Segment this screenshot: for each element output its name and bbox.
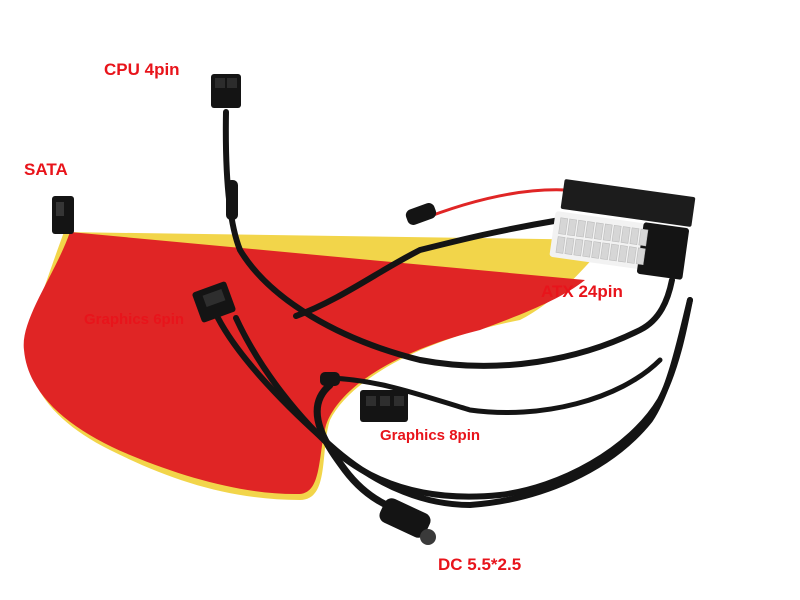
label-atx-24pin: ATX 24pin — [541, 282, 623, 301]
dc-jack — [379, 498, 436, 545]
sata-red-wire — [23, 232, 586, 495]
cpu-4pin-connector — [211, 74, 241, 108]
label-sata: SATA — [24, 160, 68, 179]
label-graphics-8pin: Graphics 8pin — [380, 427, 481, 444]
sleeves — [226, 180, 437, 386]
atx-branch-cable — [293, 217, 563, 319]
cpu-cable — [222, 109, 675, 369]
graphics-6pin-connector — [192, 281, 236, 323]
graphics8-cable — [327, 357, 663, 415]
atx-24pin-board — [549, 179, 696, 280]
black-cables — [215, 109, 693, 516]
graphics-8pin-connector — [360, 390, 408, 422]
sata-connector — [52, 196, 74, 234]
sata-wires — [23, 232, 611, 500]
label-graphics-6pin: Graphics 6pin — [84, 311, 185, 328]
dc-cable — [313, 381, 409, 516]
label-dc-jack: DC 5.5*2.5 — [438, 555, 522, 574]
board-red-wire — [414, 188, 567, 224]
label-cpu-4pin: CPU 4pin — [104, 60, 180, 79]
graphics6-cable-2 — [233, 297, 693, 500]
